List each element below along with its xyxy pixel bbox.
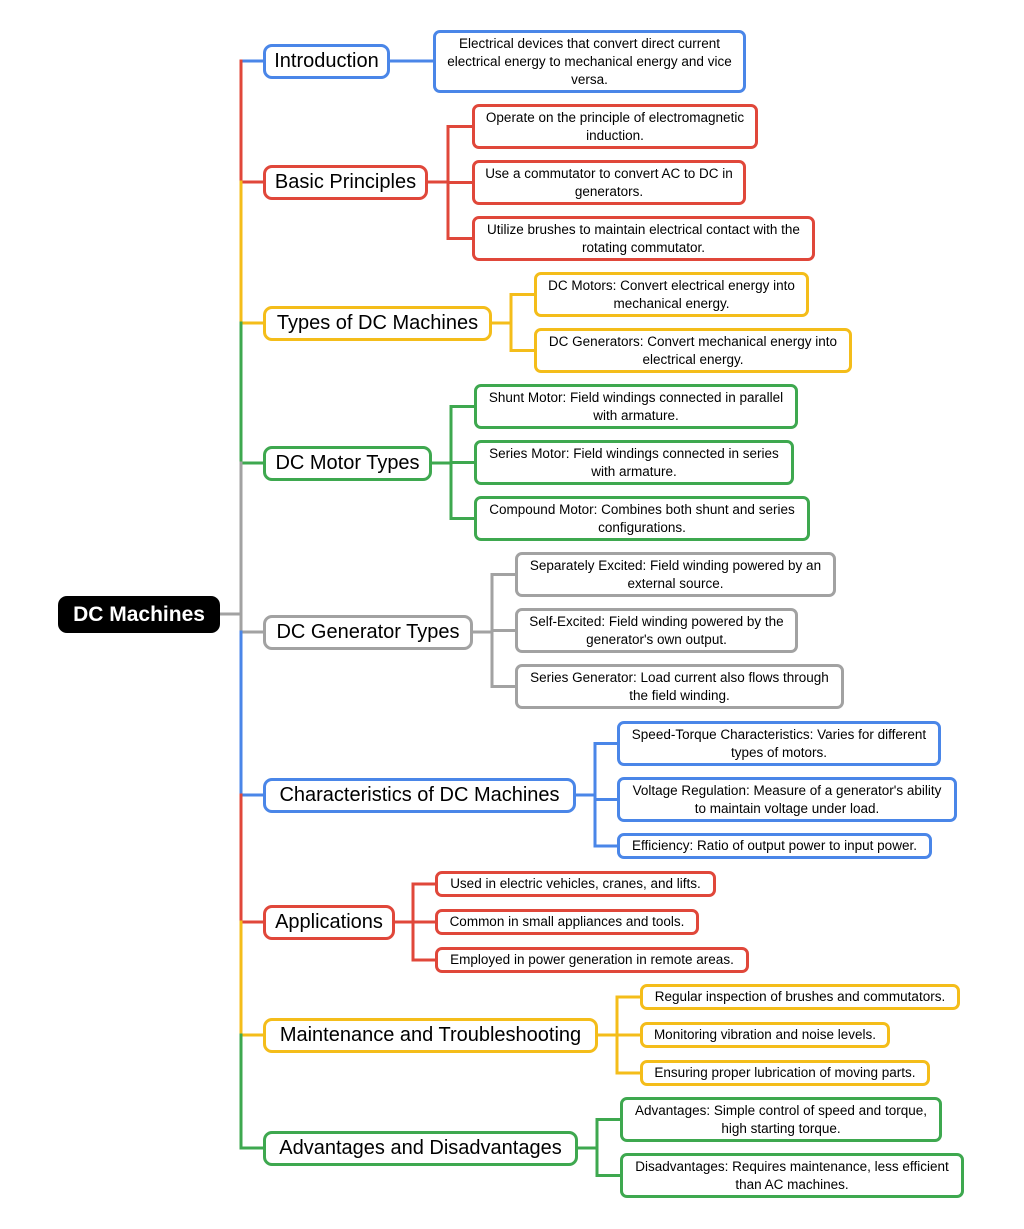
branch-node: Introduction — [263, 43, 390, 79]
leaf-node: Regular inspection of brushes and commut… — [640, 984, 960, 1010]
leaf-node: Ensuring proper lubrication of moving pa… — [640, 1060, 930, 1086]
branch-node: Maintenance and Troubleshooting — [263, 1017, 598, 1053]
leaf-node: Operate on the principle of electromagne… — [472, 104, 758, 149]
leaf-node: Employed in power generation in remote a… — [435, 947, 749, 973]
branch-node: DC Motor Types — [263, 445, 432, 481]
leaf-node: Used in electric vehicles, cranes, and l… — [435, 871, 716, 897]
leaf-node: Compound Motor: Combines both shunt and … — [474, 496, 810, 541]
leaf-node: Disadvantages: Requires maintenance, les… — [620, 1153, 964, 1198]
root-node: DC Machines — [58, 596, 220, 633]
branch-node: DC Generator Types — [263, 614, 473, 650]
branch-node: Basic Principles — [263, 164, 428, 200]
leaf-node: Self-Excited: Field winding powered by t… — [515, 608, 798, 653]
leaf-node: Voltage Regulation: Measure of a generat… — [617, 777, 957, 822]
leaf-node: Separately Excited: Field winding powere… — [515, 552, 836, 597]
branch-node: Characteristics of DC Machines — [263, 777, 576, 813]
leaf-node: Shunt Motor: Field windings connected in… — [474, 384, 798, 429]
leaf-node: Use a commutator to convert AC to DC in … — [472, 160, 746, 205]
branch-node: Types of DC Machines — [263, 305, 492, 341]
leaf-node: DC Motors: Convert electrical energy int… — [534, 272, 809, 317]
leaf-node: Electrical devices that convert direct c… — [433, 30, 746, 93]
leaf-node: Speed-Torque Characteristics: Varies for… — [617, 721, 941, 766]
branch-node: Advantages and Disadvantages — [263, 1130, 578, 1166]
leaf-node: Efficiency: Ratio of output power to inp… — [617, 833, 932, 859]
leaf-node: Series Motor: Field windings connected i… — [474, 440, 794, 485]
leaf-node: Common in small appliances and tools. — [435, 909, 699, 935]
leaf-node: Monitoring vibration and noise levels. — [640, 1022, 890, 1048]
branch-node: Applications — [263, 904, 395, 940]
leaf-node: Advantages: Simple control of speed and … — [620, 1097, 942, 1142]
leaf-node: Utilize brushes to maintain electrical c… — [472, 216, 815, 261]
leaf-node: Series Generator: Load current also flow… — [515, 664, 844, 709]
leaf-node: DC Generators: Convert mechanical energy… — [534, 328, 852, 373]
